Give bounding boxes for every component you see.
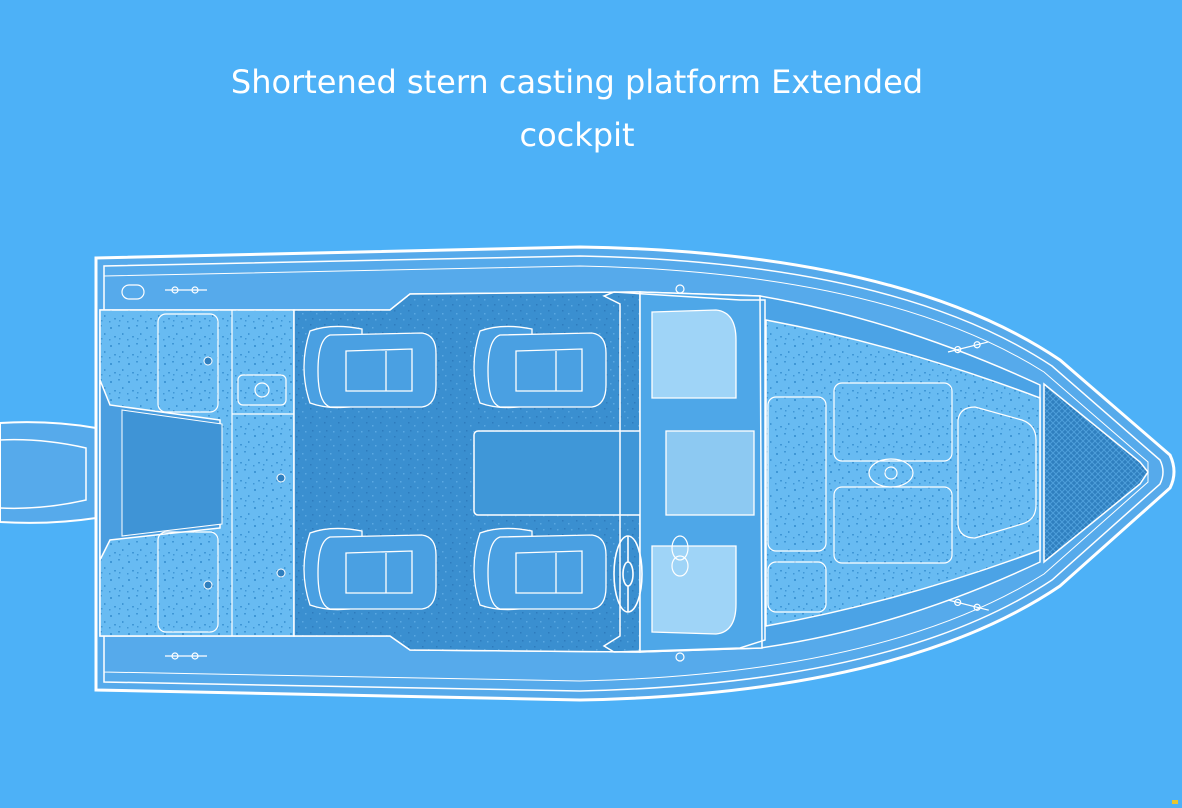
diagram-title: Shortened stern casting platform Extende… [230, 63, 924, 154]
cleat-icon [121, 284, 989, 662]
corner-marker [1172, 800, 1178, 804]
seat-icon [303, 325, 607, 611]
anchor-locker [1043, 382, 1149, 564]
stern-casting-platform [99, 309, 295, 637]
console [602, 291, 766, 653]
livewell-hatch-icon [237, 374, 287, 406]
bow-casting-deck [765, 319, 1041, 627]
outboard-engine-icon [0, 421, 113, 524]
cockpit-storage-box [473, 430, 669, 516]
seat-base-icon [868, 458, 914, 488]
steering-wheel-icon [613, 535, 643, 613]
windshield [602, 291, 766, 653]
